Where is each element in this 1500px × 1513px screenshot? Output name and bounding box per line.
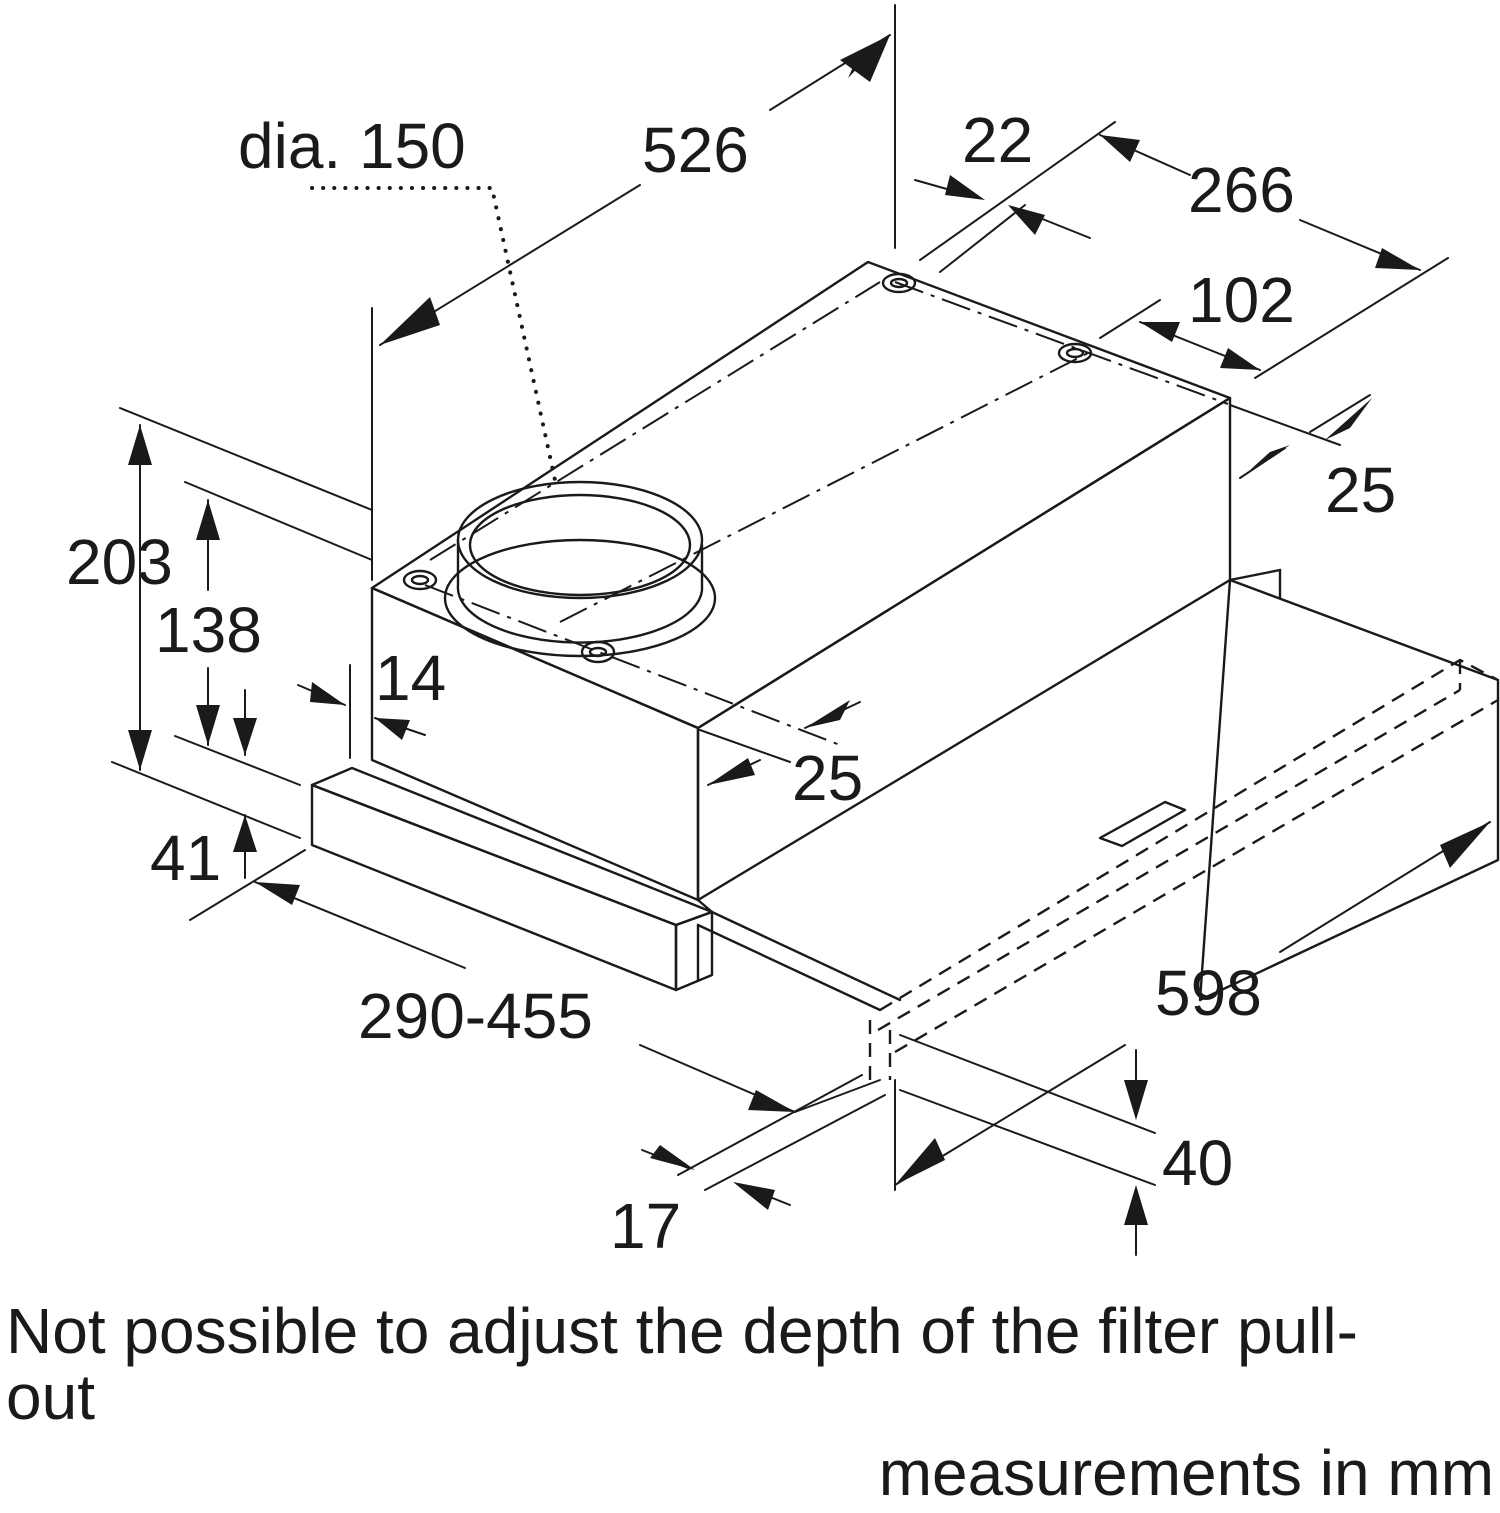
duct-collar: [443, 480, 717, 658]
housing-centre-line: [429, 281, 881, 561]
housing-rear-centre-line: [894, 281, 1229, 405]
control-panel-window: [1098, 800, 1187, 848]
label-housing-height: 138: [155, 594, 262, 666]
mounting-holes: [402, 272, 1093, 664]
hood-dimension-drawing: dia. 150 526 22 266 102 25 203 138 14 25…: [66, 4, 1500, 1262]
label-panel-thickness: 17: [610, 1190, 681, 1262]
label-overall-width: 598: [1155, 957, 1262, 1029]
label-front-edge-gap: 25: [792, 742, 863, 814]
dimension-arrows: [128, 35, 1490, 1225]
adjustment-note: Not possible to adjust the depth of the …: [6, 1295, 1358, 1433]
dimension-labels: dia. 150 526 22 266 102 25 203 138 14 25…: [66, 104, 1396, 1262]
trim-top: [310, 766, 714, 927]
filter-pullout: [696, 568, 1500, 1080]
housing-right-face: [696, 396, 1232, 902]
label-pullout-depth: 290-455: [358, 980, 593, 1052]
housing-mid-centre-line: [559, 351, 1091, 623]
units-label: measurements in mm: [878, 1437, 1494, 1509]
label-housing-depth: 526: [642, 114, 749, 186]
label-panel-height: 40: [1162, 1127, 1233, 1199]
label-front-offset: 22: [962, 104, 1033, 176]
trim-front: [310, 783, 678, 992]
label-duct-diameter: dia. 150: [238, 110, 466, 182]
label-side-gap: 14: [375, 642, 446, 714]
front-trim: [310, 766, 714, 992]
label-total-height: 203: [66, 526, 173, 598]
label-mount-spacing: 102: [1188, 264, 1295, 336]
housing-front-centre-line: [424, 584, 841, 746]
trim-end: [674, 910, 714, 992]
label-trim-height: 41: [150, 822, 221, 894]
label-rear-edge-gap: 25: [1325, 454, 1396, 526]
label-rear-width: 266: [1188, 154, 1295, 226]
housing-front-face: [370, 586, 700, 902]
